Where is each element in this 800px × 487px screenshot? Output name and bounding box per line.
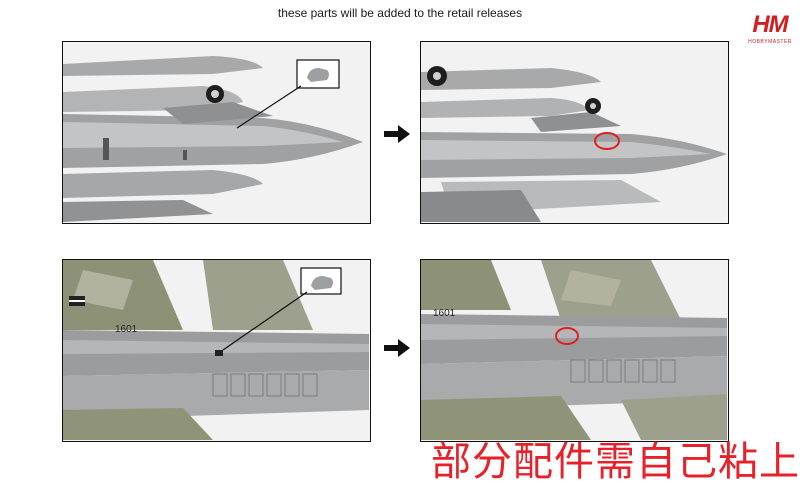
assembly-note: 部分配件需自己粘上: [431, 439, 800, 485]
aircraft-fuselage-photo: 1601: [63, 260, 369, 440]
logo-subtext: HOBBYMASTER: [748, 39, 792, 45]
tail-number-label: 1601: [115, 324, 138, 335]
right-arrow-icon: [382, 336, 412, 360]
page-caption: these parts will be added to the retail …: [277, 6, 523, 20]
logo-wordmark: HM: [752, 11, 788, 38]
aircraft-fuselage-photo-modified: 1601: [421, 260, 727, 440]
brand-logo: HM HOBBYMASTER: [744, 12, 796, 48]
photo-panel-bottom-after: 1601: [420, 259, 729, 442]
aircraft-nose-photo: [63, 42, 369, 222]
photo-panel-top-after: [420, 41, 729, 224]
photo-panel-top-before: [62, 41, 371, 224]
tail-number-label: 1601: [433, 308, 456, 319]
photo-panel-bottom-before: 1601: [62, 259, 371, 442]
right-arrow-icon: [382, 122, 412, 146]
aircraft-nose-photo-modified: [421, 42, 727, 222]
